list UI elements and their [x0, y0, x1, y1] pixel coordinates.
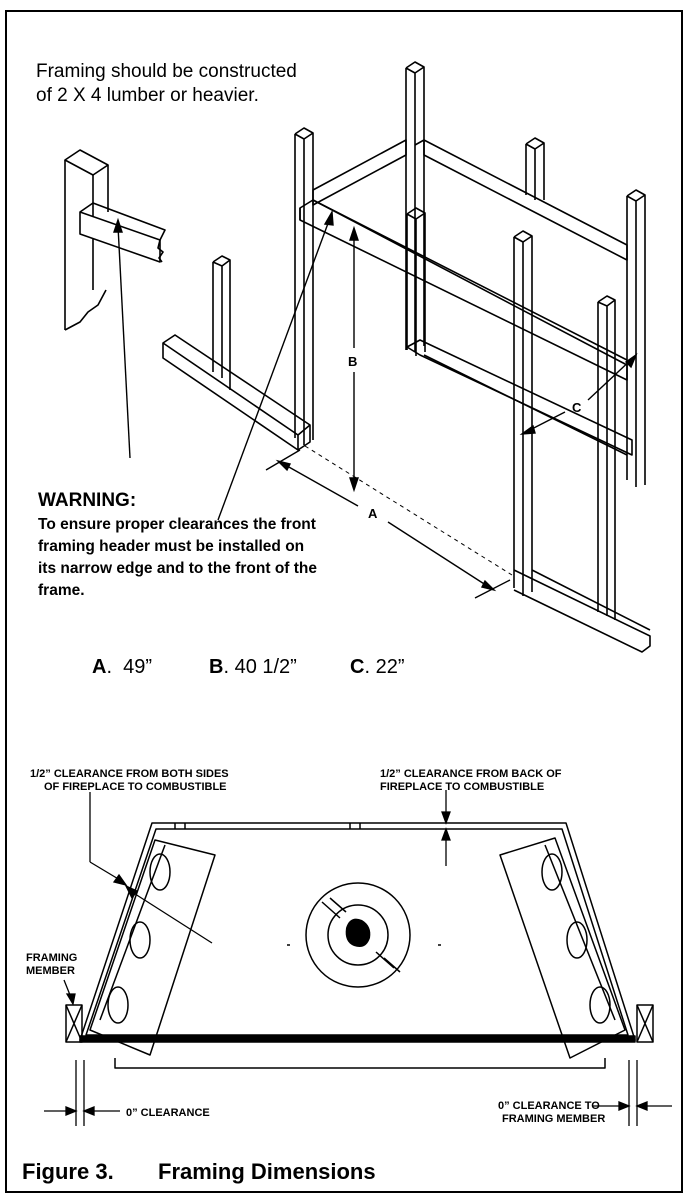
figure-number: Figure 3. — [22, 1159, 114, 1184]
framing-member-left — [65, 1004, 83, 1043]
arrowhead — [275, 459, 292, 472]
dimension-c-value: C. 22” — [350, 656, 405, 678]
zero-clearance-framing-label-2: FRAMING MEMBER — [502, 1113, 606, 1125]
dimension-a-value: A. 49” — [92, 656, 153, 678]
figure-border — [5, 10, 683, 1193]
zero-clearance-framing-label-1: 0” CLEARANCE TO — [498, 1100, 600, 1112]
back-clearance-label-2: FIREPLACE TO COMBUSTIBLE — [380, 781, 545, 793]
framing-member-label-2: MEMBER — [26, 965, 75, 977]
header-detail — [64, 149, 166, 331]
back-clearance-label-1: 1/2” CLEARANCE FROM BACK OF — [380, 768, 562, 780]
warning-body: To ensure proper clearances the front fr… — [38, 516, 317, 599]
dimension-c-label: C — [572, 400, 582, 415]
dimension-a-label: A — [368, 506, 378, 521]
intro-line-2: of 2 X 4 lumber or heavier. — [36, 85, 259, 106]
dimension-b-label: B — [348, 354, 358, 369]
framing-member-right — [636, 1004, 654, 1043]
side-clearance-label-2: OF FIREPLACE TO COMBUSTIBLE — [44, 781, 227, 793]
intro-line-1: Framing should be constructed — [36, 61, 297, 82]
figure-title: Framing Dimensions — [158, 1159, 376, 1184]
dimension-b-value: B. 40 1/2” — [209, 656, 297, 678]
framing-member-label-1: FRAMING — [26, 952, 78, 964]
zero-clearance-label: 0” CLEARANCE — [126, 1107, 210, 1119]
warning-title: WARNING: — [38, 490, 137, 511]
side-clearance-label-1: 1/2” CLEARANCE FROM BOTH SIDES — [30, 768, 229, 780]
